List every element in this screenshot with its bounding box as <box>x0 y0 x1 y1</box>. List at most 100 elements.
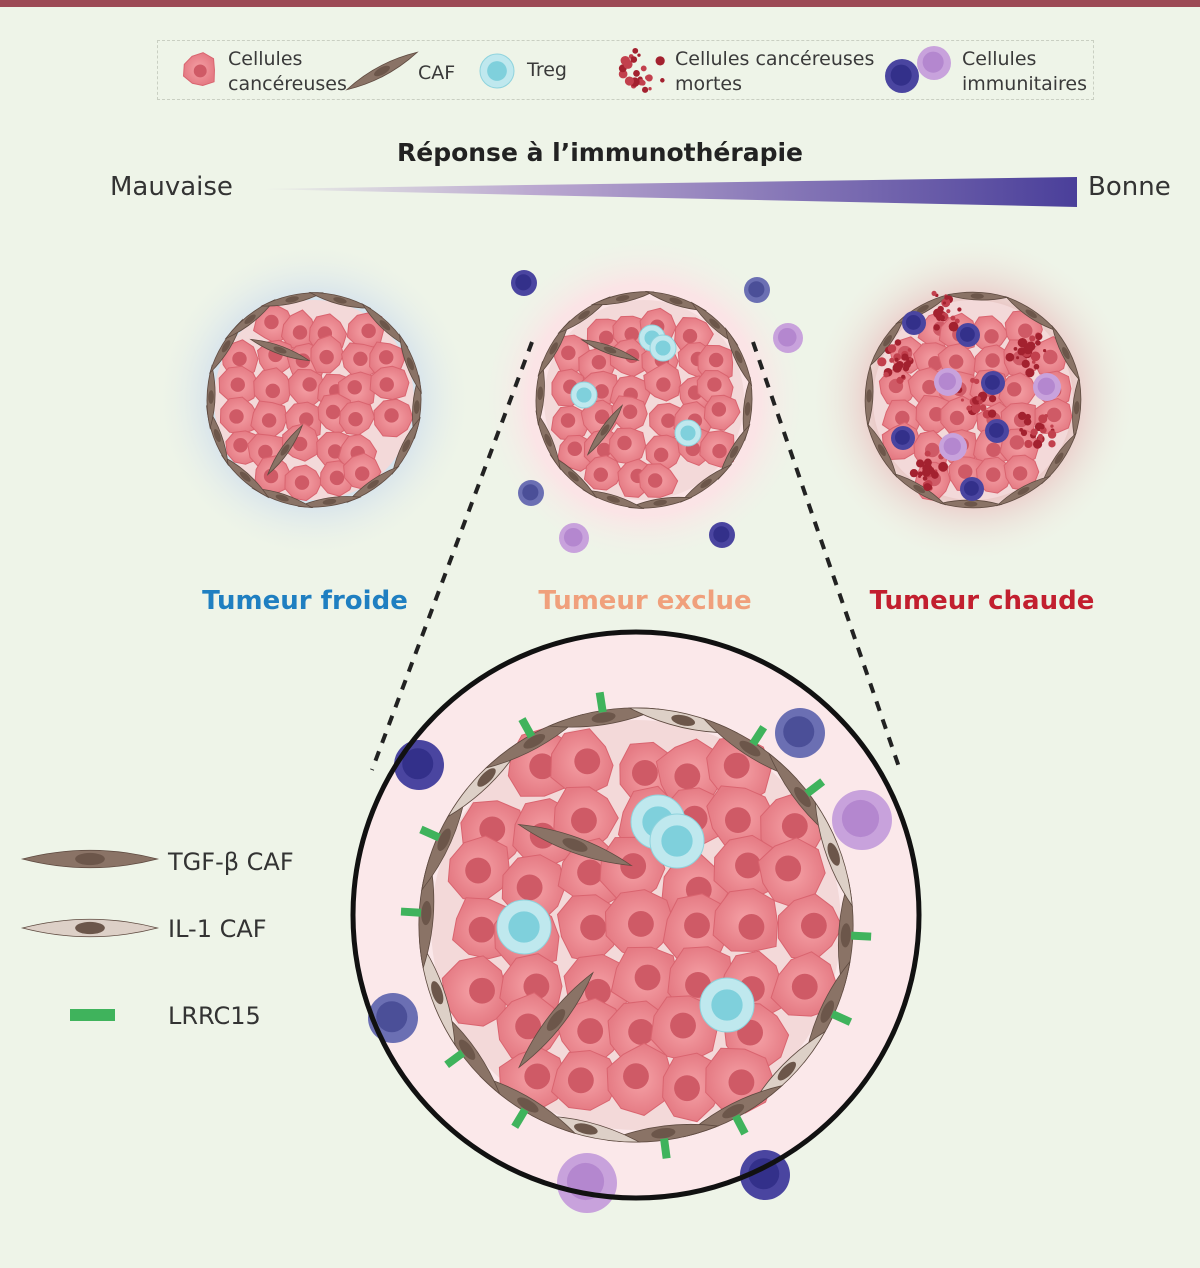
dead-cell-fragment <box>660 78 665 83</box>
dead-cell-fragment <box>623 59 633 69</box>
response-gradient <box>255 177 1077 207</box>
lrrc15-marker <box>749 725 768 747</box>
caf-nucleus <box>562 838 588 852</box>
lrrc15-label: LRRC15 <box>168 1002 261 1030</box>
cancer-cell-nucleus <box>598 330 614 346</box>
il1-caf-cell <box>814 800 853 908</box>
lrrc15-marker <box>400 907 422 917</box>
treg-cell-nucleus <box>508 911 540 943</box>
caf-cell <box>266 424 304 476</box>
immune-cell-light-nucleus <box>938 372 956 390</box>
zoom-tumor <box>400 691 872 1159</box>
caf-nucleus <box>734 350 743 364</box>
tgf-caf-cell <box>412 374 422 440</box>
dead-cell-fragment <box>624 76 635 86</box>
dead-cell-fragment <box>966 405 972 411</box>
dead-cell-fragment <box>655 56 665 66</box>
dead-cell-fragment <box>877 357 887 367</box>
immune-cell-dark-nucleus <box>748 281 765 298</box>
tgf-caf-icon <box>20 849 160 869</box>
caf-cell <box>586 404 624 456</box>
dead-cell-fragment <box>944 295 949 300</box>
cancer-cell-nucleus <box>584 978 611 1005</box>
cancer-cell-nucleus <box>624 327 639 342</box>
caf-nucleus <box>964 501 978 507</box>
cancer-cell-nucleus <box>348 411 363 427</box>
caf-nucleus <box>322 498 337 505</box>
immune-cell-dark-nucleus <box>515 274 532 291</box>
cancer-cell-nucleus <box>577 1018 604 1045</box>
immune-cell-light-nucleus <box>563 527 583 547</box>
dead-cell-fragment <box>907 348 912 352</box>
cancer-cell-nucleus <box>353 351 368 367</box>
cancer-cell-nucleus <box>670 1012 696 1039</box>
dead-cell-fragment <box>1016 356 1020 360</box>
cancer-cell-nucleus <box>232 351 247 367</box>
lrrc15-marker <box>804 778 826 797</box>
lrrc15-marker <box>518 717 536 739</box>
dead-cell-fragment <box>923 458 932 467</box>
caf-nucleus <box>477 768 496 787</box>
cancer-cell-nucleus <box>233 438 248 453</box>
caf-cell <box>580 339 640 361</box>
lrrc15-marker <box>850 931 872 941</box>
caf-nucleus <box>739 740 761 757</box>
treg-cell-nucleus <box>487 61 507 81</box>
caf-nucleus <box>1025 309 1037 319</box>
dead-cell-fragment <box>1021 359 1030 368</box>
caf-nucleus <box>777 1061 796 1081</box>
dead-cell-fragment <box>640 65 647 72</box>
cancer-cell-nucleus <box>653 447 669 463</box>
tgf-caf-cell <box>557 296 611 334</box>
cancer-cell-nucleus <box>594 384 609 399</box>
caf-nucleus <box>406 357 415 371</box>
cancer-cell-nucleus <box>1046 407 1062 423</box>
dead-cell-fragment <box>909 468 919 478</box>
caf-nucleus <box>244 314 256 325</box>
dead-cell-fragment <box>1048 440 1056 448</box>
tgf-caf-cell <box>1051 324 1081 382</box>
caf-nucleus <box>574 1123 598 1135</box>
cancer-cell-nucleus <box>258 444 273 460</box>
tgf-caf-cell <box>517 823 633 867</box>
cancer-cell-nucleus <box>775 855 802 882</box>
tgf-caf-cell <box>582 489 645 509</box>
treg-cell-nucleus <box>661 825 693 857</box>
cancer-cell-nucleus <box>379 377 394 392</box>
cancer-cell-nucleus <box>1006 382 1022 397</box>
dead-cell-fragment <box>902 365 910 372</box>
caf-nucleus <box>75 921 105 935</box>
caf-nucleus <box>970 293 984 299</box>
dead-cell-fragment <box>1039 423 1045 430</box>
caf-nucleus <box>883 335 892 347</box>
cancer-cell-nucleus <box>560 413 576 428</box>
tumor-hot-label: Tumeur chaude <box>869 586 1095 616</box>
dead-cell-fragment <box>887 344 897 353</box>
dead-cell-fragment <box>637 53 641 57</box>
cancer-cell-nucleus <box>631 759 658 786</box>
top-bar <box>0 0 1200 7</box>
legend-treg-label: Treg <box>527 59 567 81</box>
cancer-cell-nucleus <box>728 1069 755 1096</box>
dead-cell-fragment <box>1017 337 1028 348</box>
cancer-cell-nucleus <box>948 354 964 369</box>
cancer-cell-nucleus <box>928 356 943 371</box>
caf-nucleus <box>517 1097 539 1113</box>
dead-cell-fragment <box>892 363 902 373</box>
cancer-cell-nucleus <box>529 753 556 780</box>
caf-nucleus <box>273 346 287 354</box>
cancer-cell-nucleus <box>791 973 818 1000</box>
dead-cell-fragment <box>1043 349 1047 353</box>
immune-cell-dark-nucleus <box>984 374 1000 390</box>
immune-cell-dark-nucleus <box>963 480 979 496</box>
dead-cell-fragment <box>896 376 904 384</box>
caf-nucleus <box>603 346 617 354</box>
caf-nucleus <box>549 342 558 355</box>
caf-nucleus <box>722 1103 745 1119</box>
cancer-cell-nucleus <box>261 413 277 428</box>
caf-nucleus <box>606 496 620 503</box>
cancer-cell-nucleus <box>1043 349 1058 365</box>
dead-cell-fragment <box>1025 368 1035 378</box>
tgf-caf-cell <box>398 333 422 395</box>
dead-cell-fragment <box>901 353 909 361</box>
